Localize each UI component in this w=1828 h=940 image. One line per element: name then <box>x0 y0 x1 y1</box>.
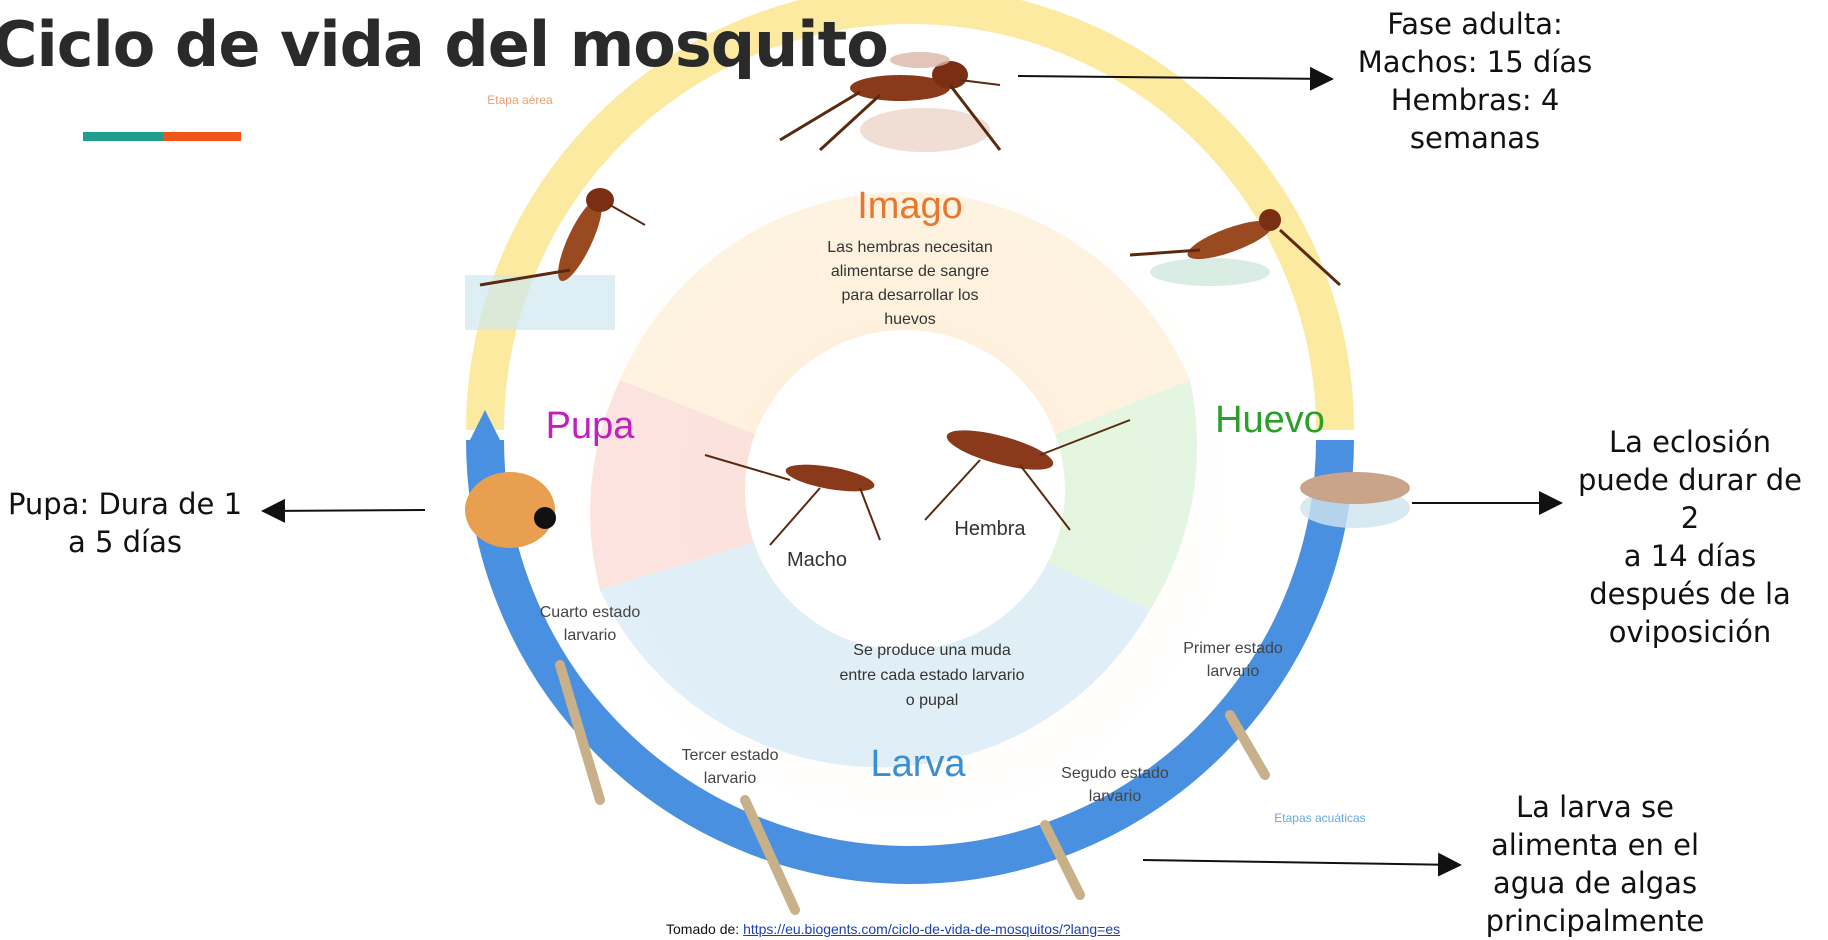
label-fourth-larval: Cuarto estado <box>540 604 641 621</box>
note-pupa: Pupa: Dura de 1 a 5 días <box>5 485 245 561</box>
ring-label-air: Etapa aérea <box>487 93 553 107</box>
svg-text:o pupal: o pupal <box>906 692 959 709</box>
svg-text:Se produce una muda: Se produce una muda <box>853 642 1011 659</box>
ring-label-water: Etapas acuáticas <box>1274 811 1365 825</box>
source-prefix: Tomado de: <box>666 921 739 937</box>
label-second-larval: Segudo estado <box>1061 765 1169 782</box>
source-link[interactable]: https://eu.biogents.com/ciclo-de-vida-de… <box>743 921 1120 937</box>
svg-text:para desarrollar los: para desarrollar los <box>842 287 979 304</box>
arrow-larva <box>1143 860 1460 865</box>
svg-text:huevos: huevos <box>884 311 936 328</box>
note-larva: La larva se alimenta en el agua de algas… <box>1470 788 1720 940</box>
source-credit: Tomado de: https://eu.biogents.com/ciclo… <box>666 921 1120 937</box>
svg-text:larvario: larvario <box>704 770 757 787</box>
stage-imago: Imago <box>857 185 963 227</box>
svg-text:Las hembras necesitan: Las hembras necesitan <box>827 239 992 256</box>
svg-text:larvario: larvario <box>564 627 617 644</box>
label-first-larval: Primer estado <box>1183 640 1283 657</box>
note-egg: La eclosión puede durar de 2 a 14 días d… <box>1565 423 1815 651</box>
stage-larva: Larva <box>870 743 966 785</box>
note-adult: Fase adulta: Machos: 15 días Hembras: 4 … <box>1345 5 1605 157</box>
svg-text:alimentarse de sangre: alimentarse de sangre <box>831 263 989 280</box>
pupa-icon <box>465 472 556 548</box>
svg-text:larvario: larvario <box>1089 788 1142 805</box>
title-underline-orange <box>163 132 241 141</box>
stage-pupa: Pupa <box>546 405 636 447</box>
svg-text:larvario: larvario <box>1207 663 1260 680</box>
stage-huevo: Huevo <box>1215 399 1325 441</box>
page-title: Ciclo de vida del mosquito <box>0 8 888 81</box>
title-underline-teal <box>83 132 163 141</box>
label-hembra: Hembra <box>954 518 1026 540</box>
label-macho: Macho <box>787 549 847 571</box>
label-third-larval: Tercer estado <box>682 747 779 764</box>
arrow-pupa <box>263 510 425 511</box>
egg-raft-icon <box>1300 472 1410 528</box>
svg-text:entre cada estado larvario: entre cada estado larvario <box>840 667 1025 684</box>
